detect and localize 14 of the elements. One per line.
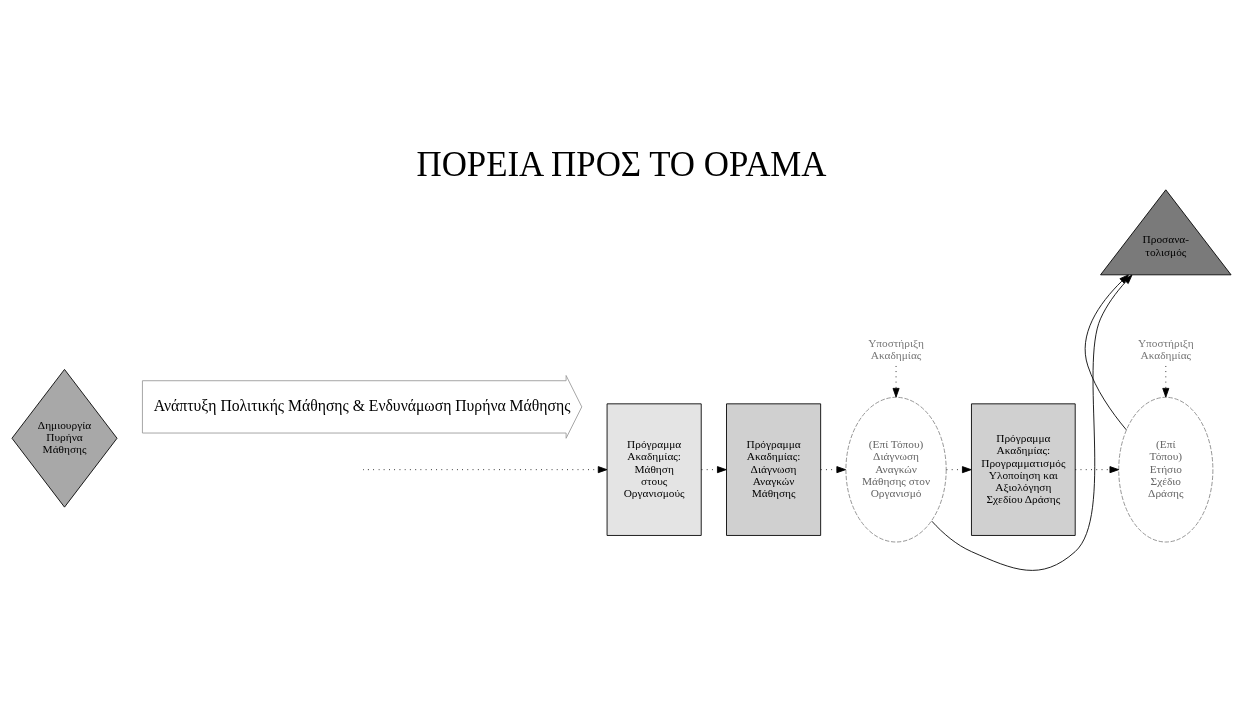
- arrow: [1084, 274, 1129, 431]
- node-box: Πρόγραμμα Ακαδημίας: Διάγνωση Αναγκών Μάθησης: [726, 403, 822, 536]
- node-text: Υποστήριξη Ακαδημίας: [1137, 337, 1194, 362]
- node-diamond: Δημιουργία Πυρήνα Μάθησης: [11, 368, 118, 508]
- arrow: [1074, 466, 1120, 474]
- arrow: [892, 365, 900, 398]
- arrow: [362, 466, 608, 474]
- node-ellipse: (Επί Τόπου) Διάγνωση Αναγκών Μάθησης στον Οργανισμό: [845, 396, 947, 543]
- arrow: [1162, 365, 1170, 398]
- node-ellipse: (Επί Τόπου) Ετήσιο Σχέδιο Δράσης: [1118, 396, 1214, 543]
- node-box: Πρόγραμμα Ακαδημίας: Μάθηση στους Οργανισμούς: [606, 403, 702, 536]
- node-box: Πρόγραμμα Ακαδημίας: Προγραμματισμός Υλοποίηση και Αξιολόγηση Σχεδίου Δράσης: [971, 403, 1076, 536]
- node-text: Υποστήριξη Ακαδημίας: [868, 337, 924, 362]
- diagram-title: ΠΟΡΕΙΑ ΠΡΟΣ ΤΟ ΟΡΑΜΑ: [416, 144, 827, 184]
